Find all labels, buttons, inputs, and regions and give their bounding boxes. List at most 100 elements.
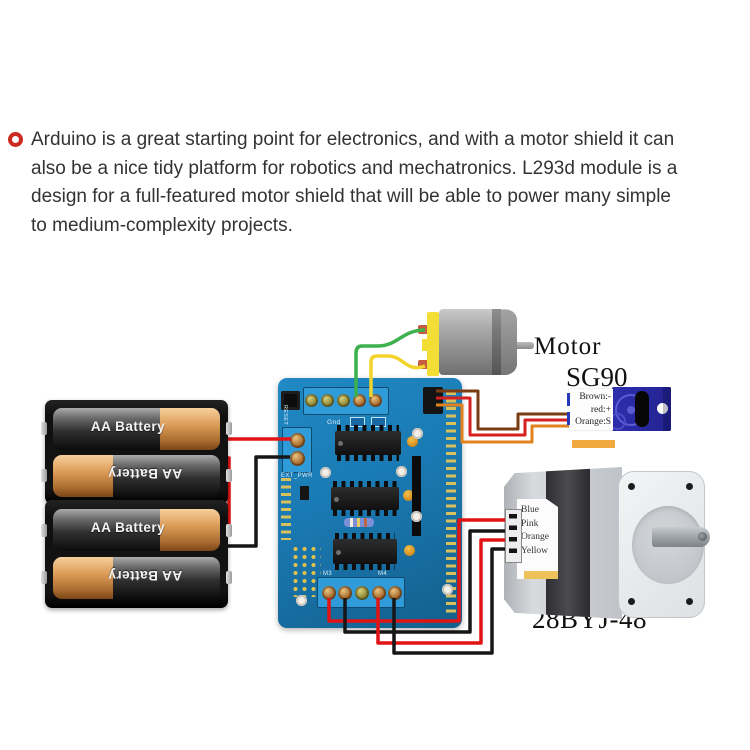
- l293d-ic-chip: [331, 481, 399, 516]
- right-pad-column: [446, 392, 456, 614]
- servo-mount-hole: [657, 403, 668, 414]
- terminal-screw: [321, 394, 334, 407]
- intro-paragraph: Arduino is a great starting point for el…: [8, 126, 746, 240]
- wire-label-line: Pink: [521, 518, 539, 529]
- ic-body: [331, 487, 399, 510]
- battery-label: AA Battery: [90, 419, 166, 434]
- ic-legs: [335, 563, 395, 570]
- battery-label: AA Battery: [107, 568, 183, 583]
- terminal-screw: [388, 586, 402, 600]
- stepper-screw: [628, 483, 635, 490]
- battery-contact: [226, 524, 232, 537]
- battery-contact: [41, 571, 47, 584]
- motor-label: Motor: [534, 333, 602, 360]
- servo-pin-line: Orange:S: [575, 417, 611, 427]
- battery-contact: [226, 571, 232, 584]
- wire-label-line: Blue: [521, 505, 539, 515]
- stepper-connector: [505, 509, 522, 563]
- pad-grid: [291, 545, 321, 597]
- label-yellow-strip: [524, 571, 558, 579]
- motor-end-cap: [501, 310, 517, 374]
- stepper-wire-label-text: Blue Pink Orange Yellow: [517, 499, 558, 558]
- l293d-motor-shield: RESET Gnd EXT_PWR: [278, 378, 462, 628]
- servo-pinout-text: Brown:- red:+ Orange:S: [567, 391, 611, 429]
- mounting-hole: [442, 584, 453, 595]
- battery-copper-cap: [160, 408, 220, 450]
- battery-pack-1: AA Battery AA Battery: [41, 400, 232, 504]
- ext-power-terminal: [282, 427, 312, 473]
- capacitor: [404, 545, 415, 556]
- terminal-screw: [337, 394, 350, 407]
- servo-header-connector: [423, 387, 443, 414]
- terminal-screw: [338, 586, 352, 600]
- mounting-hole: [320, 467, 331, 478]
- gnd-silk-label: Gnd: [327, 419, 341, 426]
- battery-copper-cap: [160, 509, 220, 551]
- battery-contact: [226, 422, 232, 435]
- ic-body: [335, 431, 401, 455]
- dc-motor: [411, 308, 551, 382]
- ic-legs: [337, 425, 399, 432]
- capacitor: [407, 436, 418, 447]
- connector-pins: [509, 514, 517, 558]
- servo-shading: [663, 387, 671, 431]
- l293d-ic-chip: [333, 533, 397, 570]
- red-bullet-icon: [8, 132, 23, 147]
- stepper-wire-label: Blue Pink Orange Yellow: [517, 499, 558, 579]
- motor-stripe: [492, 309, 501, 375]
- mounting-hole: [296, 595, 307, 606]
- intro-line: design for a full-featured motor shield …: [31, 186, 671, 207]
- servo-horn-bar: [572, 440, 615, 448]
- terminal-screw: [369, 394, 382, 407]
- terminal-screw: [353, 394, 366, 407]
- ic-legs: [337, 454, 399, 461]
- reset-silk-label: RESET: [282, 404, 289, 426]
- intro-line: Arduino is a great starting point for el…: [31, 129, 675, 150]
- battery-label: AA Battery: [107, 466, 183, 481]
- ic-legs: [333, 481, 397, 488]
- motor-terminal-block-bottom: [317, 577, 405, 608]
- intro-text: Arduino is a great starting point for el…: [31, 126, 746, 240]
- aa-battery: AA Battery: [53, 509, 220, 551]
- motor-shaft: [517, 342, 534, 349]
- ic-pip: [336, 549, 341, 555]
- mounting-hole: [412, 428, 423, 439]
- battery-contact: [41, 469, 47, 482]
- terminal-screw: [372, 586, 386, 600]
- sg90-servo-body: [609, 387, 671, 431]
- aa-battery: AA Battery: [53, 408, 220, 450]
- battery-copper-cap: [53, 557, 113, 599]
- terminal-screw: [290, 451, 305, 466]
- battery-contact: [226, 469, 232, 482]
- transistor: [300, 486, 309, 500]
- ic-body: [333, 539, 397, 564]
- terminal-screw: [305, 394, 318, 407]
- motor-end-plate: [422, 312, 439, 376]
- reset-button: [281, 391, 300, 410]
- intro-line: also be a nice tidy platform for robotic…: [31, 157, 678, 179]
- terminal-screw: [290, 433, 305, 448]
- stepper-screw: [686, 598, 693, 605]
- stepper-screw: [628, 598, 635, 605]
- servo-pin-line: Brown:-: [579, 392, 611, 402]
- ext-pwr-silk-label: EXT_PWR: [281, 473, 313, 479]
- intro-line: to medium-complexity projects.: [31, 214, 293, 236]
- terminal-screw: [322, 586, 336, 600]
- resistor: [344, 518, 374, 527]
- mounting-hole: [411, 511, 422, 522]
- pin-header-strip: [412, 456, 421, 536]
- battery-contact: [41, 422, 47, 435]
- left-pad-column: [281, 478, 291, 540]
- battery-contact: [41, 524, 47, 537]
- l293d-ic-chip: [335, 425, 401, 461]
- battery-pack-2: AA Battery AA Battery: [41, 500, 232, 608]
- ic-legs: [333, 509, 397, 516]
- wire-label-line: Orange: [521, 532, 549, 542]
- wire-label-line: Yellow: [521, 545, 549, 556]
- ic-pip: [338, 441, 343, 447]
- servo-pinout-box: Brown:- red:+ Orange:S: [567, 389, 613, 430]
- terminal-screw: [355, 586, 369, 600]
- stepper-screw: [686, 483, 693, 490]
